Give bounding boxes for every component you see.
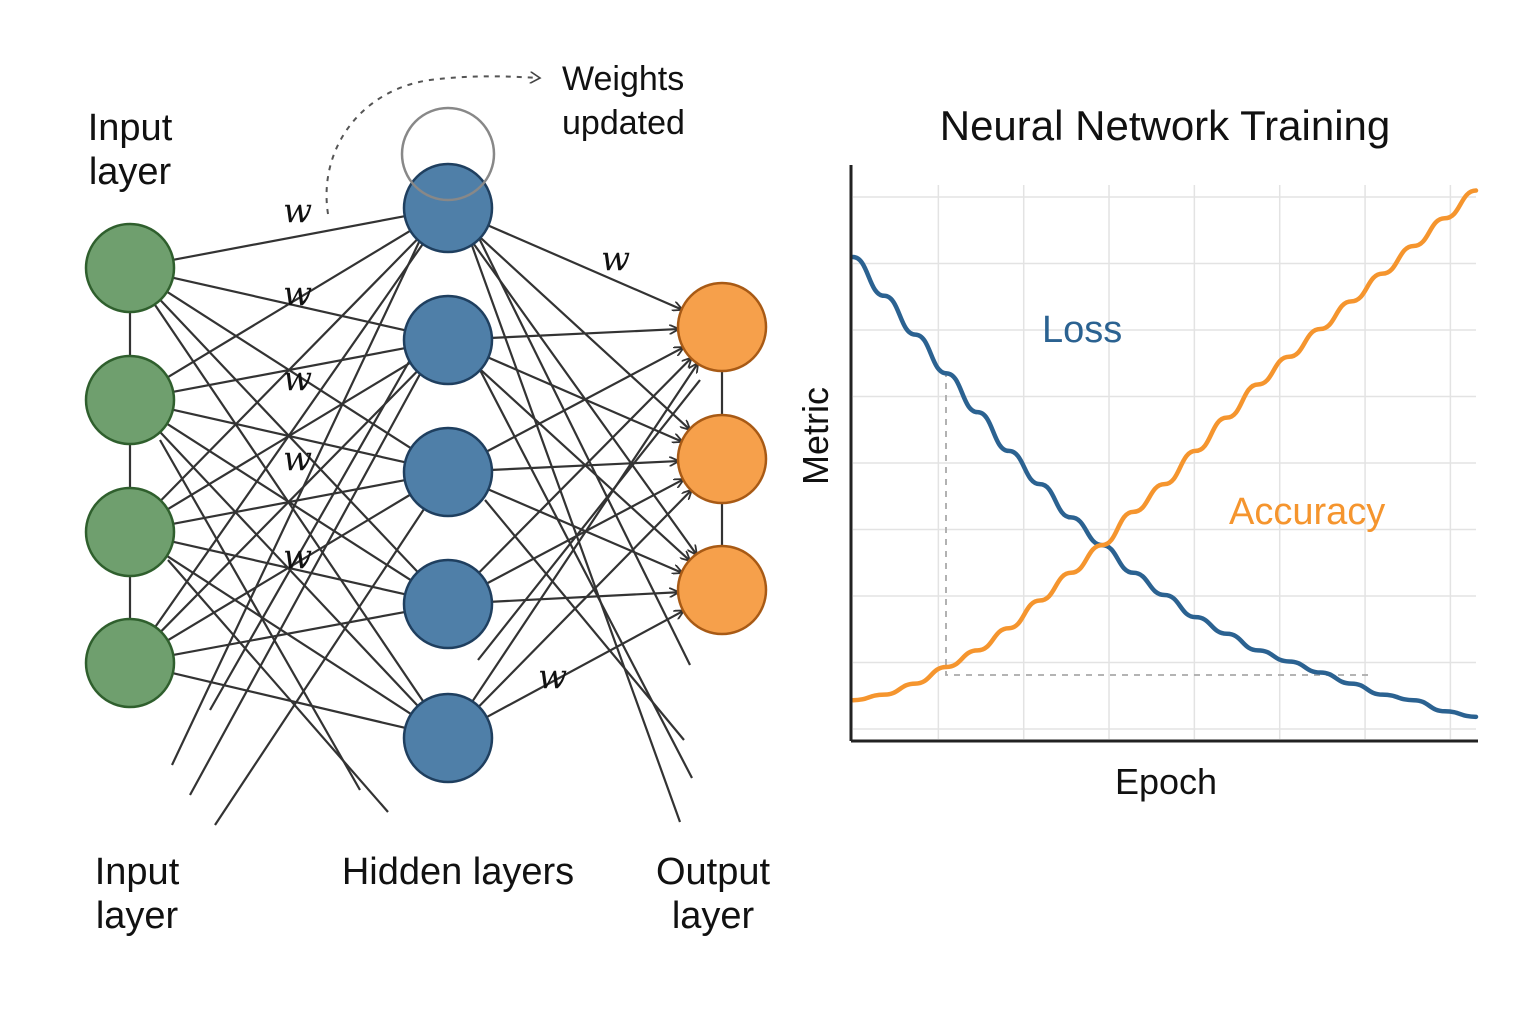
legend-accuracy: Accuracy bbox=[1229, 491, 1385, 533]
connection-edge bbox=[484, 499, 685, 741]
connection-edge bbox=[489, 329, 678, 340]
connection-edge bbox=[468, 239, 682, 823]
connection-edge bbox=[209, 359, 411, 711]
weight-label: w bbox=[283, 439, 312, 479]
connection-edge bbox=[164, 553, 414, 717]
connection-edge bbox=[484, 611, 683, 720]
input-node bbox=[84, 617, 176, 709]
connection-edge bbox=[189, 364, 426, 796]
bottom-output-label-line2: layer bbox=[672, 895, 755, 937]
connection-edge bbox=[165, 492, 413, 643]
series-line-accuracy bbox=[850, 188, 1479, 703]
weight-label: w bbox=[283, 359, 312, 399]
bottom-output-label-line1: Output bbox=[656, 851, 771, 893]
weight-label: w bbox=[283, 537, 312, 577]
connection-edge bbox=[171, 214, 407, 262]
connection-edge bbox=[477, 379, 701, 661]
connection-edge bbox=[486, 223, 682, 310]
top-input-label-line2: layer bbox=[89, 151, 172, 193]
connection-edge bbox=[171, 610, 407, 657]
connection-edge bbox=[170, 671, 408, 730]
bottom-input-label-line1: Input bbox=[95, 851, 180, 893]
connection-edge bbox=[486, 487, 682, 573]
connection-edge bbox=[158, 237, 420, 503]
output-node bbox=[676, 413, 768, 505]
connection-edge bbox=[165, 228, 413, 380]
connection-edge bbox=[171, 239, 421, 766]
connection-edge bbox=[214, 499, 431, 826]
weight-label: w bbox=[538, 657, 567, 697]
output-node bbox=[676, 544, 768, 636]
hidden-node bbox=[402, 162, 494, 254]
connection-edges bbox=[152, 214, 701, 826]
hidden-layers-label: Hidden layers bbox=[342, 851, 574, 893]
connection-edge bbox=[484, 348, 683, 454]
self-loop bbox=[400, 106, 496, 202]
network-diagram: Weights updated Input layer w w w w w w … bbox=[84, 60, 771, 937]
chart-series bbox=[850, 188, 1479, 720]
connection-edge bbox=[489, 592, 678, 603]
connection-edge bbox=[479, 369, 693, 779]
hidden-node bbox=[402, 558, 494, 650]
connection-edge bbox=[167, 559, 389, 813]
connection-edge bbox=[153, 241, 425, 630]
guide-line bbox=[945, 371, 1370, 676]
connection-edge bbox=[474, 229, 691, 666]
hidden-node bbox=[402, 294, 494, 386]
input-node bbox=[84, 222, 176, 314]
input-node bbox=[84, 354, 176, 446]
connection-edge bbox=[158, 369, 420, 634]
y-axis-label: Metric bbox=[795, 387, 836, 485]
layer-links bbox=[128, 312, 724, 619]
weights-note-line2: updated bbox=[562, 104, 685, 142]
connection-edge bbox=[476, 490, 691, 709]
hidden-node bbox=[402, 692, 494, 784]
weight-label: w bbox=[283, 274, 312, 314]
bottom-input-label-line2: layer bbox=[96, 895, 179, 937]
connection-edge bbox=[470, 364, 697, 704]
series-line-loss bbox=[850, 254, 1479, 720]
legend-loss: Loss bbox=[1042, 309, 1122, 351]
training-chart: Neural Network Training Epoch Metric Los… bbox=[795, 102, 1479, 802]
weight-label: w bbox=[283, 191, 312, 231]
connection-edge bbox=[476, 358, 692, 575]
connection-edge bbox=[159, 439, 361, 791]
weight-label: w bbox=[601, 239, 630, 279]
chart-grid bbox=[853, 185, 1476, 739]
top-input-label-line1: Input bbox=[88, 107, 173, 149]
chart-title: Neural Network Training bbox=[940, 102, 1391, 149]
network-nodes bbox=[84, 162, 768, 784]
input-node bbox=[84, 486, 176, 578]
x-axis-label: Epoch bbox=[1115, 761, 1217, 802]
weights-note-line1: Weights bbox=[562, 60, 684, 98]
hidden-node bbox=[402, 426, 494, 518]
output-node bbox=[676, 281, 768, 373]
chart-guides bbox=[945, 371, 1370, 676]
